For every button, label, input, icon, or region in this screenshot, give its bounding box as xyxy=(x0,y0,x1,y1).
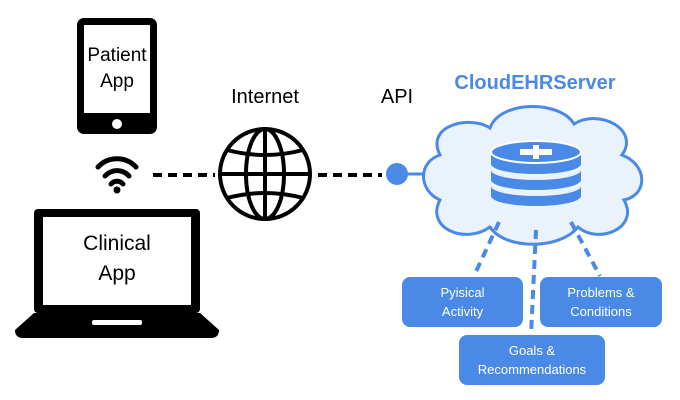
api-endpoint-dot xyxy=(386,163,408,185)
resource-problems-conditions: Problems & Conditions xyxy=(540,277,662,327)
resource-goals-recommendations: Goals & Recommendations xyxy=(459,335,605,385)
connector-activity xyxy=(472,221,501,277)
globe-icon xyxy=(218,127,312,221)
resource-physical-activity-line1: Pyisical xyxy=(440,285,485,300)
resource-goals-line1: Goals & xyxy=(508,343,556,358)
patient-app-label-line2: App xyxy=(100,71,134,92)
patient-app-label-line1: Patient xyxy=(87,45,147,66)
clinical-app-label-line1: Clinical xyxy=(83,232,151,255)
database-icon xyxy=(490,140,582,206)
clinical-app-label: Clinical App xyxy=(43,229,191,289)
server-title: CloudEHRServer xyxy=(454,72,616,94)
resource-goals-line2: Recommendations xyxy=(477,362,587,377)
internet-label: Internet xyxy=(231,86,299,108)
connector-goals xyxy=(529,229,538,336)
resource-problems-line1: Problems & xyxy=(567,285,635,300)
resource-physical-activity-line2: Activity xyxy=(441,304,484,319)
api-label: API xyxy=(380,86,414,108)
laptop-icon xyxy=(15,209,219,338)
connector-problems xyxy=(569,221,602,277)
wifi-icon xyxy=(95,156,139,194)
clinical-app-label-line2: App xyxy=(98,262,136,285)
tablet-icon xyxy=(77,18,157,134)
resource-problems-line2: Conditions xyxy=(570,304,632,319)
patient-app-label: Patient App xyxy=(84,43,150,95)
resource-physical-activity: Pyisical Activity xyxy=(402,277,523,327)
